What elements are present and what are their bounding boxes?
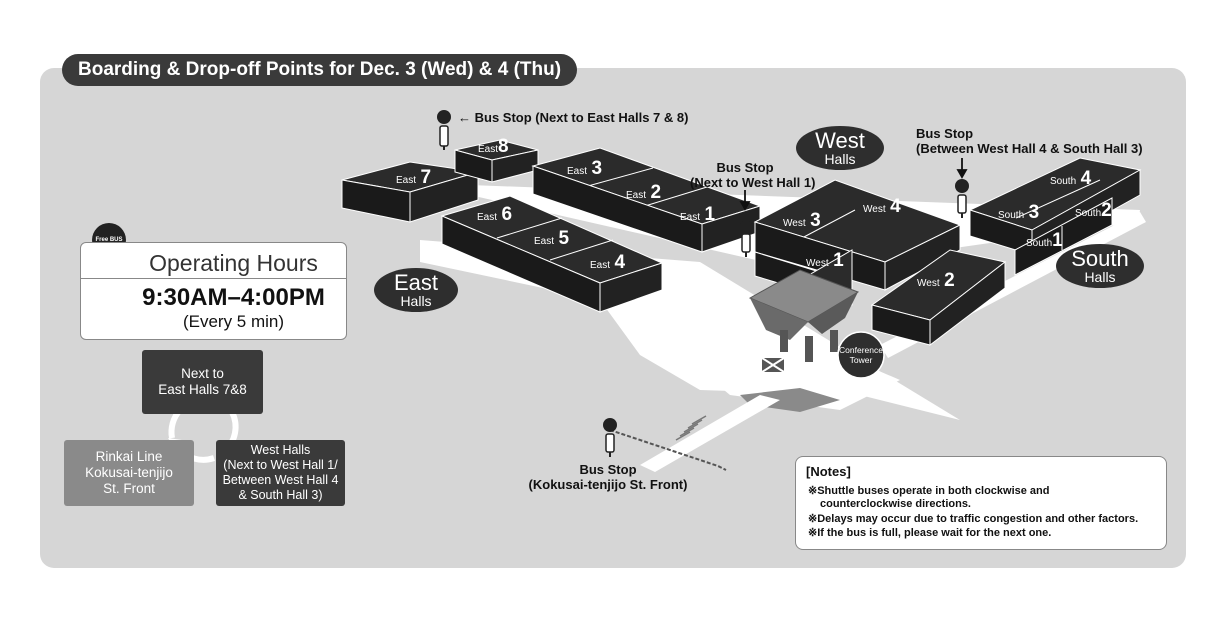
south-halls-label: South Halls: [1056, 244, 1144, 288]
hall-label-east-1: East 1: [680, 204, 716, 225]
operating-hours-heading: Operating Hours: [81, 249, 346, 279]
arrow-down-icon: [956, 158, 968, 179]
hall-label-east-3: East 3: [567, 158, 603, 179]
bus-stop-label-east78: ← Bus Stop (Next to East Halls 7 & 8): [458, 110, 689, 125]
page-title: Boarding & Drop-off Points for Dec. 3 (W…: [62, 54, 578, 86]
conference-tower-label: Conference Tower: [838, 345, 884, 365]
conference-tower-building: [748, 269, 860, 362]
east-halls-label: East Halls: [374, 268, 458, 312]
hall-label-east-8: East8: [478, 136, 509, 157]
west-halls-label: West Halls: [796, 126, 884, 170]
building-east-1-3: [531, 147, 762, 253]
hall-label-east-2: East 2: [626, 182, 662, 203]
bus-stop-west1-line1: Bus Stop: [716, 160, 774, 175]
operating-hours-time: 9:30AM–4:00PM: [142, 284, 325, 311]
operating-hours-box: Operating Hours 9:30AM–4:00PM (Every 5 m…: [80, 242, 347, 340]
conference-tower-line2: Tower: [849, 355, 873, 365]
bus-stop-post-kokusai: [603, 418, 617, 457]
hall-label-west-4: West 4: [863, 196, 901, 217]
route-right-line1: West Halls: [250, 443, 311, 457]
building-east-7: [341, 161, 479, 223]
west-halls-big: West: [815, 128, 865, 153]
plaza: [700, 320, 900, 410]
notes-box: [Notes] ※Shuttle buses operate in both c…: [795, 456, 1167, 550]
hall-label-east-6: East 6: [477, 204, 513, 225]
route-top-line1: Next to: [181, 366, 224, 381]
bus-stop-post-west1: [740, 220, 752, 257]
east-halls-small: Halls: [400, 293, 432, 309]
west-halls-small: Halls: [824, 151, 856, 167]
hall-label-west-2: West 2: [917, 270, 955, 291]
bus-stop-label-kokusai: Bus Stop (Kokusai-tenjijo St. Front): [512, 462, 704, 492]
conference-tower-line1: Conference: [839, 345, 883, 355]
bus-stop-label-west4: Bus Stop (Between West Hall 4 & South Ha…: [916, 126, 1143, 156]
bus-stop-west4-line1: Bus Stop: [916, 126, 974, 141]
hall-label-east-4: East 4: [590, 252, 626, 273]
free-bus-label: Free BUS: [95, 237, 123, 243]
hall-label-east-5: East 5: [534, 228, 570, 249]
hall-label-south-2: South2: [1075, 200, 1112, 221]
building-west-2: [870, 249, 1007, 347]
south-halls-big: South: [1071, 246, 1129, 271]
operating-hours-frequency: (Every 5 min): [182, 312, 285, 331]
route-left-line1: Rinkai Line: [95, 449, 163, 464]
notes-line1: ※Shuttle buses operate in both clockwise…: [808, 485, 1050, 497]
bus-stop-kokusai-line2: (Kokusai-tenjijo St. Front): [528, 477, 688, 492]
bus-stop-post-west4: [955, 179, 969, 218]
notes-heading: [Notes]: [806, 464, 851, 479]
wavy-path: [609, 429, 727, 471]
bus-stop-kokusai-line1: Bus Stop: [579, 462, 637, 477]
route-right-line4: & South Hall 3): [238, 488, 323, 502]
bus-stop-west4-line2: (Between West Hall 4 & South Hall 3): [916, 141, 1143, 156]
bus-stop-post-east78: [437, 110, 451, 150]
route-stop-west-halls: West Halls (Next to West Hall 1/ Between…: [216, 440, 345, 506]
hall-label-west-1: West 1: [806, 250, 844, 271]
route-left-line2: Kokusai-tenjijo: [85, 465, 173, 480]
arrow-down-icon: [739, 190, 751, 211]
route-left-line3: St. Front: [103, 481, 155, 496]
conference-tower-marker: [837, 331, 885, 379]
building-south-1-2: [1014, 197, 1113, 276]
notes-line4: ※If the bus is full, please wait for the…: [808, 527, 1052, 539]
building-east-4-6: [440, 195, 664, 313]
south-halls-small: Halls: [1084, 269, 1116, 285]
hall-label-south-4: South 4: [1050, 168, 1092, 189]
x-marker-icon: [761, 357, 785, 373]
building-east-8: [454, 139, 539, 183]
east-halls-big: East: [393, 270, 439, 295]
route-right-line2: (Next to West Hall 1/: [223, 458, 338, 472]
route-top-line2: East Halls 7&8: [158, 382, 247, 397]
hall-label-east-7: East 7: [396, 167, 432, 188]
hall-label-west-3: West 3: [783, 210, 821, 231]
route-stop-east-halls: Next to East Halls 7&8: [142, 350, 263, 414]
route-stop-rinkai-line: Rinkai Line Kokusai-tenjijo St. Front: [64, 440, 194, 506]
stairs: [675, 415, 707, 441]
road-to-station: [640, 395, 780, 472]
notes-line2: counterclockwise directions.: [820, 498, 971, 510]
hall-label-south-1: South1: [1026, 230, 1063, 251]
route-right-line3: Between West Hall 4: [222, 473, 339, 487]
notes-line3: ※Delays may occur due to traffic congest…: [808, 513, 1139, 525]
bus-stop-west1-line2: (Next to West Hall 1): [690, 175, 816, 190]
hall-label-south-3: South 3: [998, 202, 1040, 223]
bus-stop-label-west1: Bus Stop (Next to West Hall 1): [690, 160, 816, 190]
